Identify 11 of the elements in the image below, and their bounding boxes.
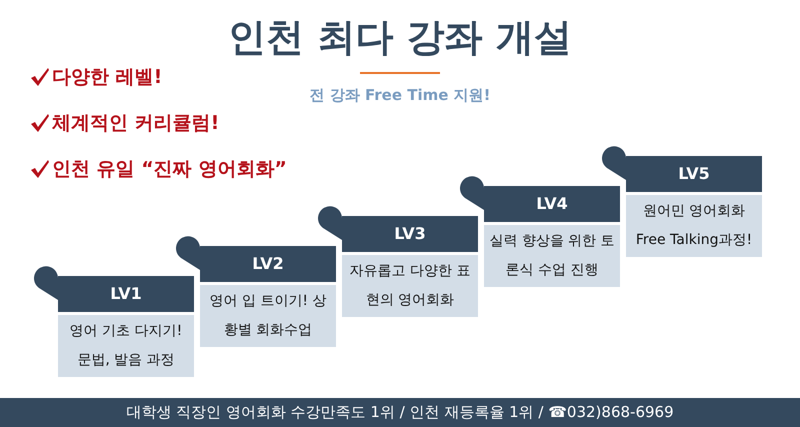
bullet-text: 다양한 레벨!: [52, 65, 162, 90]
bullet-text: 체계적인 커리큘럼!: [52, 111, 220, 136]
subtitle: 전 강좌 Free Time 지원!: [308, 86, 492, 105]
level-description: 자유롭고 다양한 표현의 영어회화: [342, 255, 478, 317]
level-description: 원어민 영어회화 Free Talking과정!: [626, 195, 762, 257]
level-description: 영어 기초 다지기! 문법, 발음 과정: [58, 315, 194, 377]
footer-text: 대학생 직장인 영어회화 수강만족도 1위 / 인천 재등록율 1위 / ☎032)868-6969: [0, 398, 800, 427]
level-description: 영어 입 트이기! 상황별 회화수업: [200, 285, 336, 347]
bullet-text: 인천 유일 “진짜 영어회화”: [52, 157, 287, 182]
title: 인천 최다 강좌 개설: [227, 14, 573, 61]
level-description: 실력 향상을 위한 토론식 수업 진행: [484, 225, 620, 287]
